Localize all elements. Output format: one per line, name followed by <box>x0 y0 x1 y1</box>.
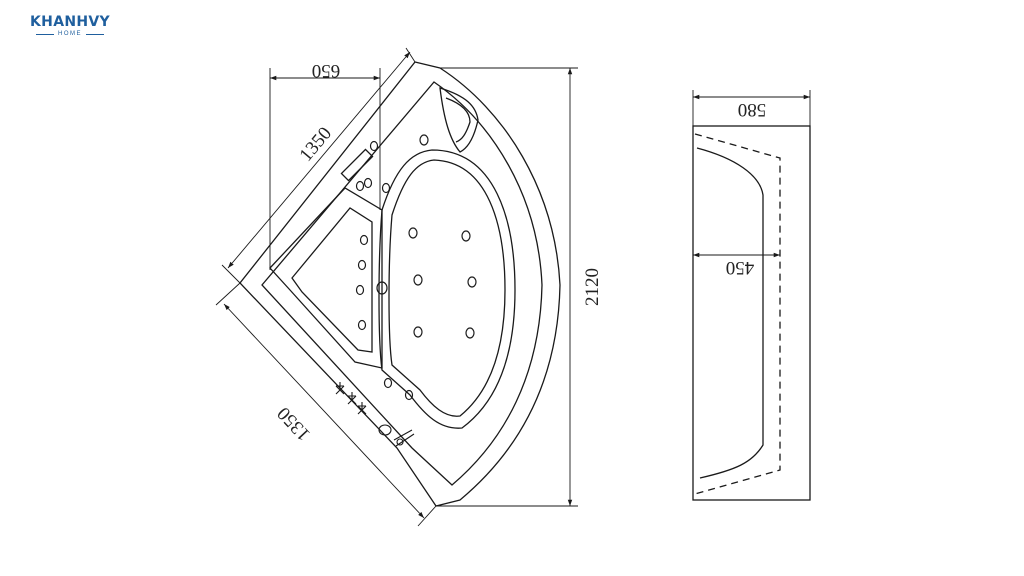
side-view-basin-profile <box>696 147 764 479</box>
jet <box>419 134 429 146</box>
jet <box>461 230 471 242</box>
dim-line-1350-upper <box>227 51 411 269</box>
jet <box>408 227 418 239</box>
dimension-lines-top-view <box>215 47 578 527</box>
control-panel <box>340 148 374 182</box>
valve-handle <box>335 382 345 395</box>
dim-label-1350-upper: 1350 <box>296 123 337 166</box>
jet <box>465 327 475 339</box>
extension-line <box>405 47 416 63</box>
headrest-cushion <box>439 87 479 153</box>
brand-logo: KHANHVY HOME <box>20 14 120 38</box>
jet <box>363 177 373 189</box>
jet <box>376 281 388 295</box>
headrest-cushion-inner <box>445 97 471 143</box>
side-view-outline <box>692 125 811 501</box>
dim-label-450: 450 <box>726 257 755 278</box>
jet <box>413 326 423 338</box>
jet <box>383 377 393 389</box>
spout <box>378 424 392 436</box>
jet <box>357 259 367 271</box>
dim-line-1350-lower <box>223 303 425 519</box>
tub-basin-inner <box>388 159 506 417</box>
jet <box>369 140 379 152</box>
brand-name: KHANHVY <box>30 14 110 30</box>
dim-label-1350-lower: 1350 <box>273 403 314 445</box>
tub-outer-outline <box>239 61 561 507</box>
side-view-hidden-edge <box>694 133 781 495</box>
jet <box>413 274 423 286</box>
air-jets <box>355 134 477 401</box>
jet <box>404 389 414 401</box>
jet <box>467 276 477 288</box>
jet <box>355 284 365 296</box>
tub-basin <box>378 149 516 429</box>
extension-line <box>215 282 241 306</box>
side-view <box>692 125 811 501</box>
top-view <box>239 61 561 507</box>
jet <box>357 319 367 331</box>
tagline-rule-right <box>86 34 104 35</box>
tagline-rule-left <box>36 34 54 35</box>
tub-rim-inner <box>261 81 543 486</box>
dim-label-2120: 2120 <box>582 268 603 306</box>
dim-label-580: 580 <box>738 99 767 120</box>
extension-line <box>417 505 437 527</box>
extension-line <box>221 264 241 284</box>
jet <box>355 180 365 192</box>
brand-tagline-row: HOME <box>20 31 120 38</box>
brand-tagline: HOME <box>58 31 82 37</box>
jet <box>381 182 391 194</box>
dimension-lines-side-view <box>692 90 811 258</box>
dim-label-650: 650 <box>312 60 341 81</box>
seat-platform <box>269 187 383 369</box>
jet <box>359 234 369 246</box>
